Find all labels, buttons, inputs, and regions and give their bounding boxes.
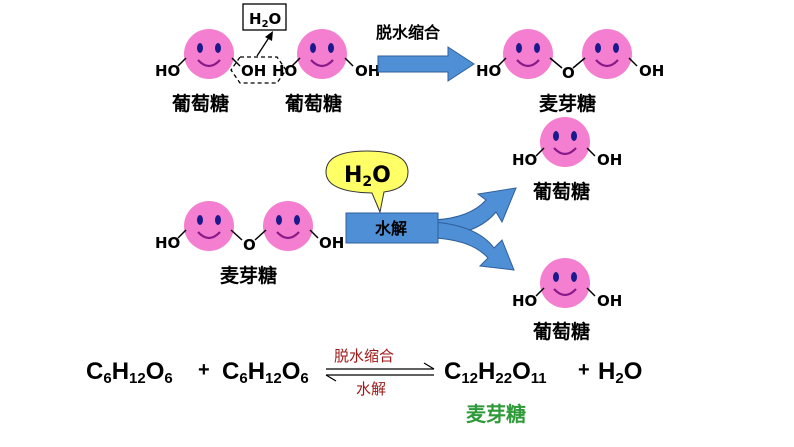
bond-line [291, 57, 301, 67]
dehydration-arrow [377, 46, 475, 82]
split-arrow-down [433, 221, 515, 271]
glucose-product-top [538, 115, 592, 169]
water-formula: H2O [598, 358, 643, 387]
glucose-label: 葡萄糖 [285, 92, 342, 115]
ho-group: HO [512, 292, 537, 310]
bond-line [231, 57, 241, 67]
hydrolysis-box [345, 212, 439, 244]
forward-arrow-head [423, 362, 435, 370]
bond-line [177, 57, 187, 67]
oh-group: OH [597, 151, 622, 169]
hydrolysis-label: 水解 [375, 219, 407, 238]
ho-group: HO [155, 62, 180, 80]
bond-line [254, 229, 267, 241]
oh-group: OH [241, 62, 266, 80]
bond-line [628, 57, 638, 67]
h2o-box-label: H2O [249, 10, 281, 30]
maltose-glucose-unit [501, 27, 555, 81]
bond-line [309, 229, 319, 239]
oh-group: OH [597, 292, 622, 310]
glucose-label: 葡萄糖 [533, 180, 590, 203]
product-name-label: 麦芽糖 [466, 402, 526, 426]
h2o-bubble-label: H2O [344, 163, 391, 190]
h2o-box [242, 3, 287, 31]
reactant-glucose-formula: C6H12O6 [86, 358, 173, 387]
glucose-molecule-left [182, 27, 236, 81]
bond-line [586, 287, 596, 297]
bond-line [549, 57, 563, 69]
ho-group: HO [476, 62, 501, 80]
bond-line [177, 229, 187, 239]
removal-arrow [256, 35, 271, 57]
glucose-product-bottom [538, 256, 592, 310]
oh-group: OH [355, 62, 380, 80]
bond-line [230, 229, 243, 241]
bond-line [535, 287, 545, 297]
forward-reaction-label: 脱水缩合 [334, 347, 395, 365]
plus-sign: + [578, 359, 590, 381]
plus-sign: + [198, 359, 210, 381]
ho-group: HO [155, 234, 180, 252]
glucose-label: 葡萄糖 [172, 92, 229, 115]
dashed-highlight [230, 56, 287, 84]
oh-group: OH [639, 62, 664, 80]
glucose-label: 葡萄糖 [533, 320, 590, 343]
reactant-glucose-formula: C6H12O6 [222, 358, 309, 387]
maltose-glucose-unit [261, 199, 315, 253]
maltose-label: 麦芽糖 [539, 92, 596, 115]
product-maltose-formula: C12H22O11 [444, 358, 547, 387]
oh-group: OH [319, 234, 344, 252]
maltose-glucose-unit [182, 199, 236, 253]
bond-line [344, 57, 354, 67]
maltose-label: 麦芽糖 [220, 264, 277, 287]
glucose-molecule-right [295, 27, 349, 81]
h2o-bubble [325, 150, 409, 214]
reverse-arrow-head [325, 374, 337, 382]
bond-line [497, 57, 507, 67]
bond-line [586, 147, 596, 157]
bond-line [535, 147, 545, 157]
reverse-reaction-label: 水解 [356, 380, 387, 398]
ho-group: HO [512, 151, 537, 169]
ho-group: HO [272, 62, 297, 80]
o-bridge: O [243, 236, 256, 254]
o-bridge: O [562, 64, 575, 82]
maltose-glucose-unit [580, 27, 634, 81]
bond-line [572, 57, 586, 69]
dehydration-label: 脱水缩合 [376, 23, 441, 42]
arrow-head [265, 31, 273, 41]
